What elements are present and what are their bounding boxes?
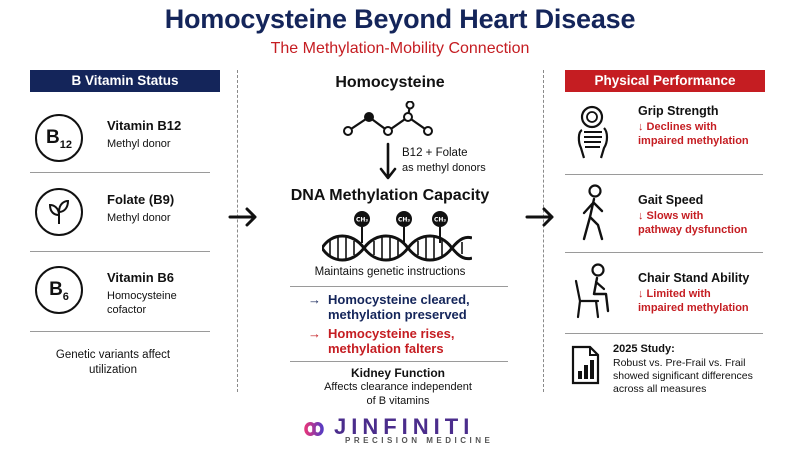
methyl-group-icon: CH₃ [354,211,370,243]
vitamin-b12: B12 Vitamin B12 Methyl donor [35,114,215,184]
grip-hand-icon [577,105,609,159]
right-divider [543,70,544,392]
homocysteine-title: Homocysteine [335,74,445,91]
vitamin-name: Vitamin B12 [107,118,182,133]
brand-name: JINFINITI [334,414,475,439]
vitamin-name: Vitamin B6 [107,270,174,285]
dna-title: DNA Methylation Capacity [290,187,490,204]
vitamin-desc: Methyl donor [107,138,171,150]
measure-name: Chair Stand Ability [638,271,750,285]
outcome-text: Homocysteine cleared,methylation preserv… [328,292,470,322]
left-divider [237,70,238,392]
right-heading: Physical Performance [565,70,765,92]
divider [565,252,763,253]
brand-tagline: PRECISION MEDICINE [345,436,494,445]
divider [30,251,210,252]
methyl-group-icon: CH₃ [396,211,412,243]
document-chart-icon [571,345,600,385]
measure-name: Gait Speed [638,193,704,207]
arrow-down-icon [379,142,397,180]
arrow-right-icon: → [308,292,321,307]
arrow-right-icon [525,207,554,227]
chair-stand-icon [574,263,610,319]
vitamin-desc: Methyl donor [107,212,171,224]
leaf-icon [35,188,83,236]
methyl-tag-label: CH₃ [434,217,446,224]
study-note: 2025 Study: Robust vs. Pre-Frail vs. Fra… [568,343,778,413]
b6-badge-icon [35,266,83,314]
dna-helix-icon [322,234,472,262]
divider [290,361,508,362]
brand-logo-icon [304,422,324,436]
vitamin-b6: B6 Vitamin B6 Homocysteine cofactor [35,266,215,336]
step-sub: as methyl donors [402,162,486,174]
measure-name: Grip Strength [638,104,719,118]
vitamin-folate: Folate (B9) Methyl donor [35,188,215,258]
kidney-title: Kidney Function [351,366,445,380]
dna-caption: Maintains genetic instructions [314,266,466,278]
divider [565,333,763,334]
vitamin-name: Folate (B9) [107,192,175,207]
b12-symbol: B12 [46,127,72,151]
walking-person-icon [582,184,604,241]
methyl-tag-label: CH₃ [398,217,410,224]
page-title: Homocysteine Beyond Heart Disease [164,4,636,34]
study-title: 2025 Study: [613,343,675,355]
outcome-text: Homocysteine rises,methylation falters [328,326,455,356]
left-heading: B Vitamin Status [30,70,220,92]
arrow-right-icon [228,207,257,227]
b6-symbol: B6 [49,279,69,303]
divider [30,331,210,332]
divider [565,174,763,175]
methyl-group-icon: CH₃ [432,211,448,243]
divider [290,286,508,287]
divider [30,172,210,173]
arrow-right-icon: → [308,326,321,341]
page-subtitle: The Methylation-Mobility Connection [270,40,530,57]
step-label: B12 + Folate [402,147,468,159]
b12-badge-icon [35,114,83,162]
methyl-tag-label: CH₃ [356,217,368,224]
vitamin-desc: Homocysteine cofactor [107,290,177,316]
genetic-note: Genetic variants affect utilization [55,349,171,376]
molecule-icon [343,101,433,136]
